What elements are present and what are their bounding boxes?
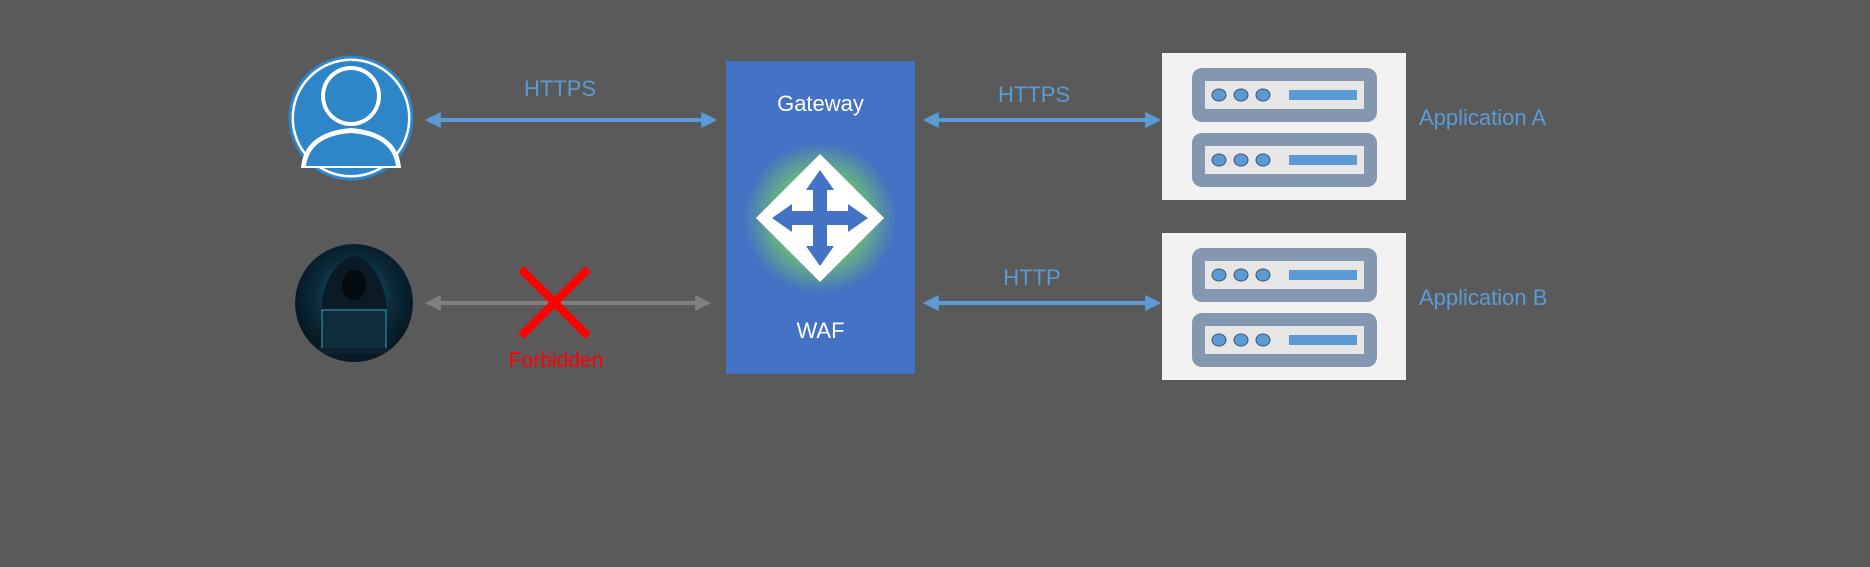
server-unit bbox=[1192, 133, 1377, 187]
app-a-connection-label: HTTPS bbox=[997, 82, 1071, 107]
application-a-label: Application A bbox=[1419, 105, 1547, 130]
four-way-arrow-icon bbox=[744, 142, 896, 294]
forbidden-label: Forbidden bbox=[508, 349, 604, 372]
red-x-icon bbox=[518, 266, 591, 339]
user-avatar-icon bbox=[288, 55, 414, 181]
server-unit bbox=[1192, 313, 1377, 367]
gateway-title: Gateway bbox=[777, 91, 864, 116]
application-b-label: Application B bbox=[1419, 285, 1548, 310]
server-unit bbox=[1192, 68, 1377, 122]
user-connection-label: HTTPS bbox=[523, 76, 597, 101]
app-b-connection-label: HTTP bbox=[1003, 265, 1061, 290]
gateway-subtitle: WAF bbox=[796, 318, 845, 343]
hooded-hacker-icon bbox=[295, 244, 413, 362]
server-unit bbox=[1192, 248, 1377, 302]
server-rack-icon bbox=[1192, 68, 1377, 367]
